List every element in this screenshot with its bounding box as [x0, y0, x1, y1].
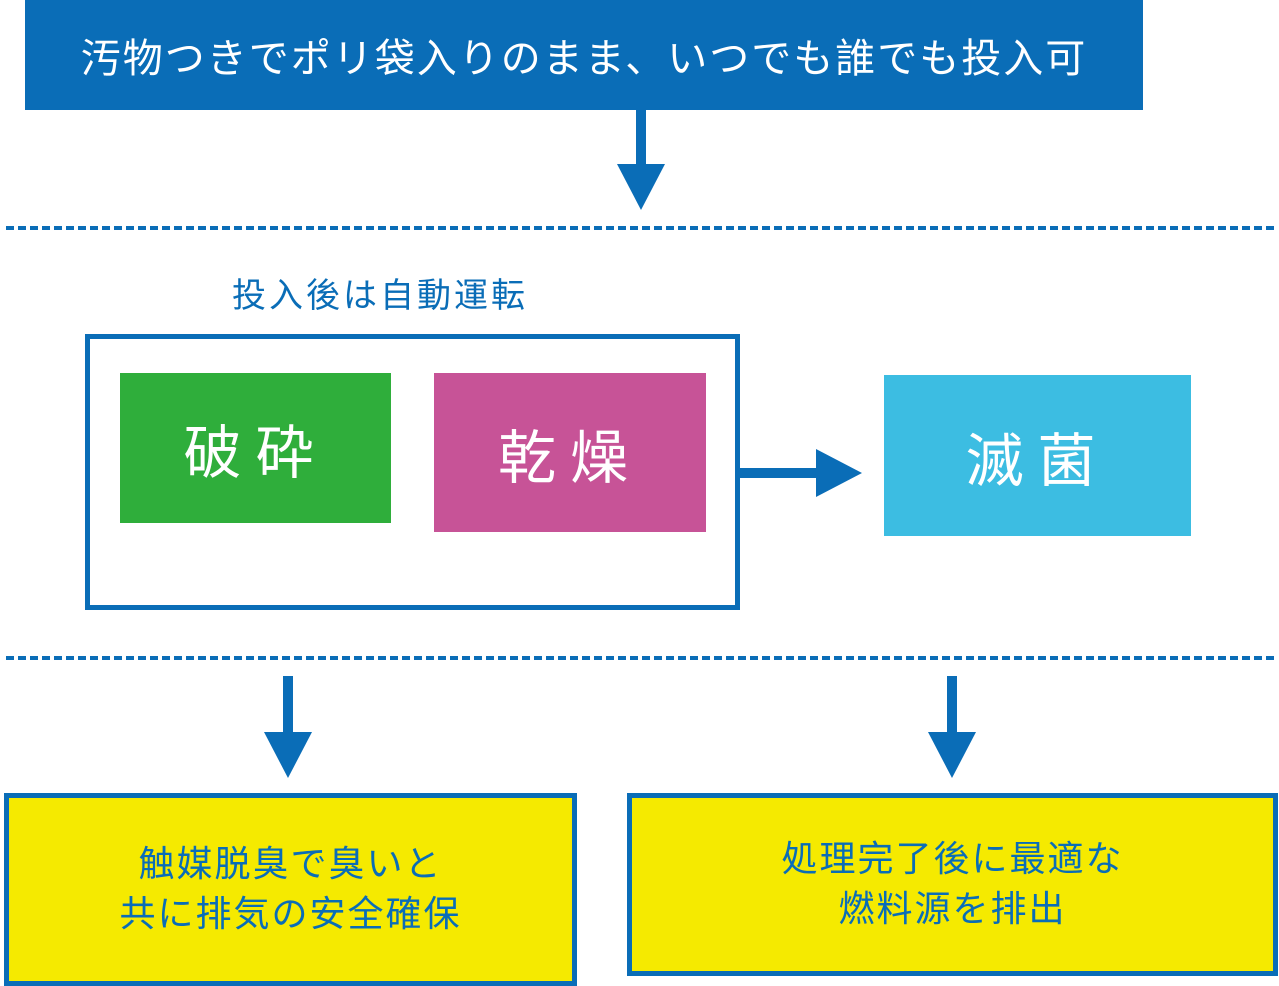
arrow-shaft — [636, 110, 646, 166]
header-text: 汚物つきでポリ袋入りのまま、いつでも誰でも投入可 — [80, 36, 1088, 82]
arrow-down-icon-right — [928, 676, 976, 778]
arrow-shaft — [283, 676, 293, 734]
auto-operation-label: 投入後は自動運転 — [232, 276, 528, 316]
arrow-head — [617, 164, 665, 210]
step-sterilize: 滅菌 — [884, 375, 1191, 536]
result-fuel-output: 処理完了後に最適な 燃料源を排出 — [627, 793, 1278, 976]
step-crush: 破砕 — [120, 373, 391, 523]
divider-upper — [6, 226, 1274, 230]
result-deodorize: 触媒脱臭で臭いと 共に排気の安全確保 — [4, 793, 577, 986]
arrow-right-icon — [740, 449, 862, 497]
result-deodorize-line-2: 共に排気の安全確保 — [119, 893, 462, 935]
arrow-shaft — [947, 676, 957, 734]
step-sterilize-label: 滅菌 — [965, 426, 1110, 495]
step-crush-label: 破砕 — [183, 419, 328, 487]
result-fuel-line-2: 燃料源を排出 — [838, 888, 1067, 930]
arrow-head — [816, 449, 862, 497]
arrow-shaft — [740, 468, 820, 478]
arrow-head — [264, 732, 312, 778]
divider-lower — [6, 656, 1274, 660]
header-banner: 汚物つきでポリ袋入りのまま、いつでも誰でも投入可 — [25, 0, 1143, 110]
arrow-head — [928, 732, 976, 778]
step-dry: 乾燥 — [434, 373, 706, 532]
arrow-down-icon-left — [264, 676, 312, 778]
step-dry-label: 乾燥 — [497, 423, 642, 492]
result-fuel-line-1: 処理完了後に最適な — [781, 838, 1124, 880]
arrow-down-icon-top — [617, 110, 665, 210]
result-deodorize-line-1: 触媒脱臭で臭いと — [138, 843, 443, 885]
